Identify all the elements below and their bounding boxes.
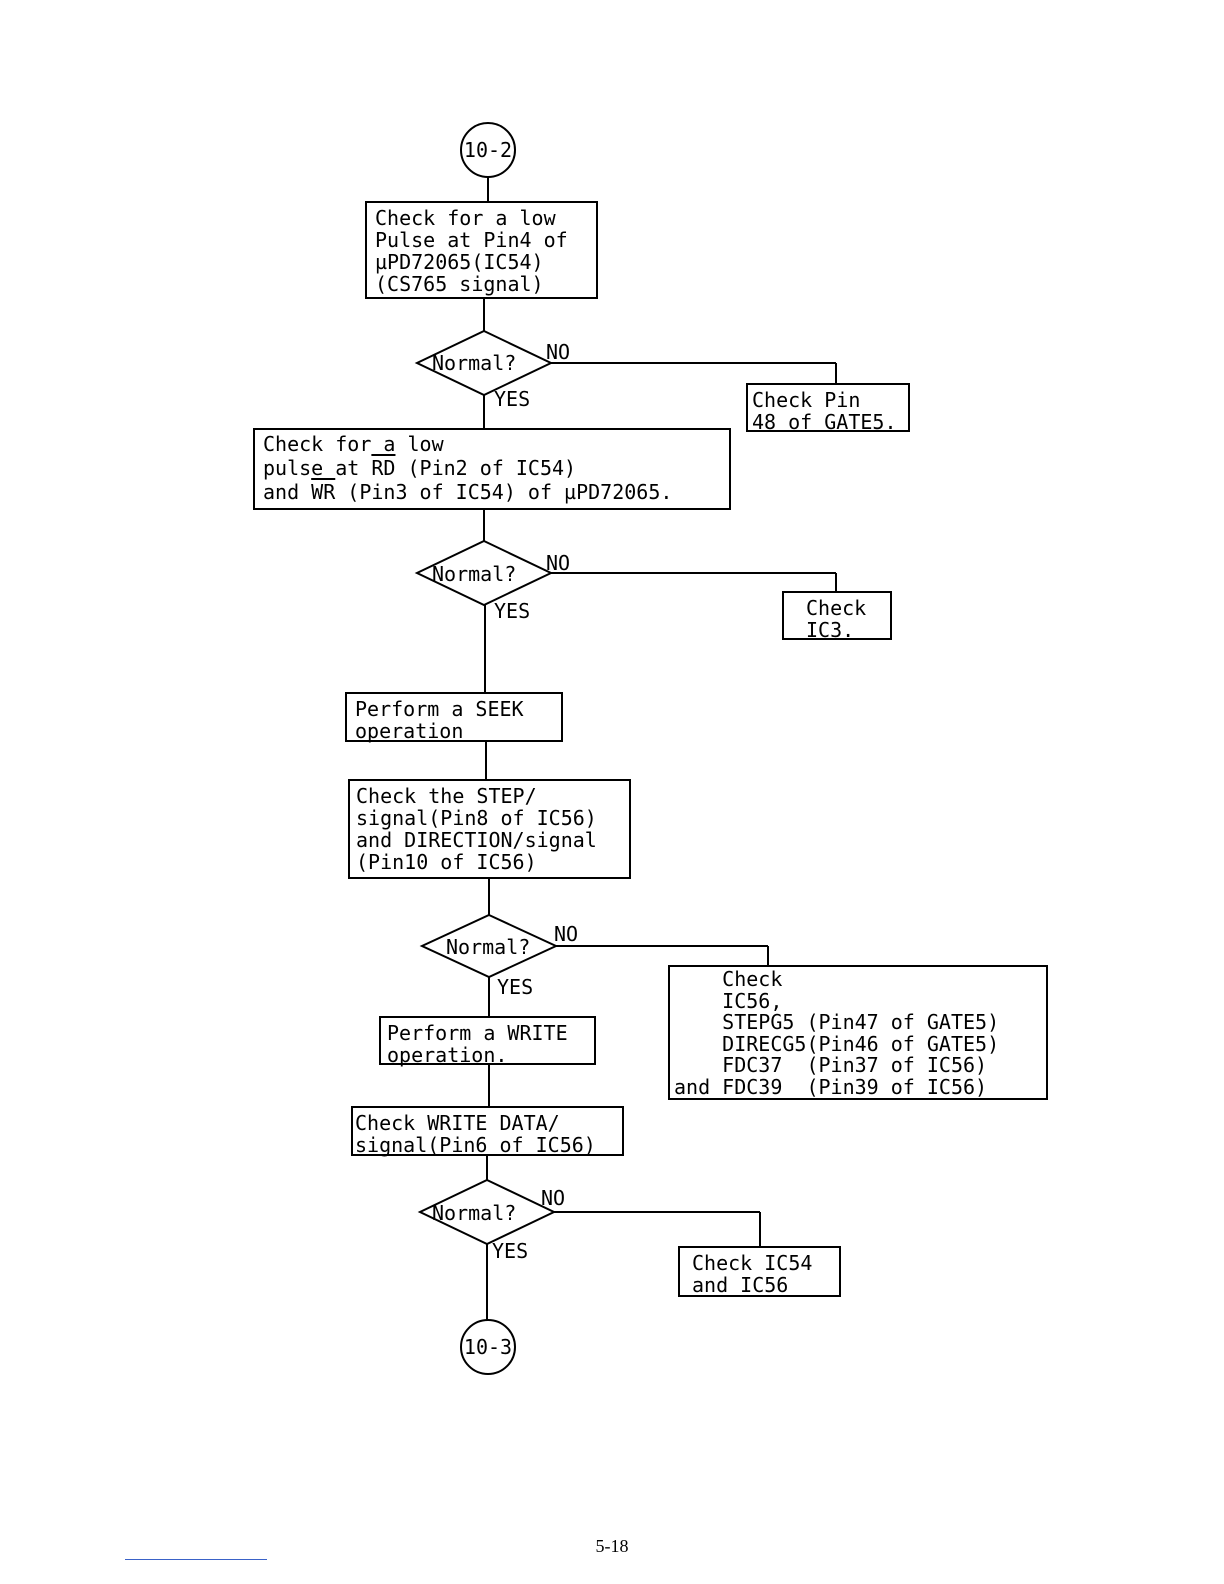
- step-perform-write: Perform a WRITE operation.: [379, 1016, 596, 1066]
- step2-line3: and WR (Pin3 of IC54) of µPD72065.: [263, 481, 721, 503]
- decision-diamond: [417, 1178, 557, 1246]
- step2-line2: pulse at RD (Pin2 of IC54): [263, 457, 721, 479]
- step-check-cs765-pulse: Check for a low Pulse at Pin4 of µPD7206…: [365, 201, 598, 299]
- step-check-write-data: Check WRITE DATA/ signal(Pin6 of IC56): [351, 1106, 624, 1156]
- decision-normal-3: Normal?: [446, 935, 531, 959]
- action-check-ic56-gate5: Check IC56, STEPG5 (Pin47 of GATE5) DIRE…: [668, 965, 1048, 1100]
- yes-label-2: YES: [494, 599, 531, 623]
- page-number: 5-18: [595, 1536, 629, 1556]
- decision-diamond: [419, 913, 559, 979]
- step2-line2-pre: pulse at: [263, 456, 372, 480]
- action-check-ic3: Check IC3.: [782, 591, 892, 641]
- connector-bottom-label: 10-3: [463, 1335, 513, 1359]
- no-label-3: NO: [554, 922, 579, 946]
- action-check-ic54-ic56: Check IC54 and IC56: [678, 1246, 841, 1297]
- no-label-2: NO: [546, 551, 571, 575]
- step2-line2-post: (Pin2 of IC54): [395, 456, 577, 480]
- wr-signal-label: WR: [311, 480, 336, 504]
- step2-line3-post: (Pin3 of IC54) of µPD72065.: [335, 480, 673, 504]
- no-label-1: NO: [546, 340, 571, 364]
- yes-label-4: YES: [492, 1239, 529, 1263]
- rd-signal-label: RD: [371, 456, 396, 480]
- decision-normal-4: Normal?: [432, 1201, 517, 1225]
- decision-diamond: [414, 539, 554, 607]
- yes-label-1: YES: [494, 387, 531, 411]
- decision-normal-1: Normal?: [432, 351, 517, 375]
- footer-rule: [125, 1559, 267, 1560]
- no-label-4: NO: [541, 1186, 566, 1210]
- step-perform-seek: Perform a SEEK operation: [345, 692, 563, 742]
- step2-line1: Check for a low: [263, 432, 444, 456]
- decision-normal-2: Normal?: [432, 562, 517, 586]
- action-check-pin48-gate5: Check Pin 48 of GATE5.: [746, 383, 910, 433]
- step-check-step-direction: Check the STEP/ signal(Pin8 of IC56) and…: [348, 779, 631, 879]
- decision-diamond: [414, 329, 554, 397]
- connector-top-label: 10-2: [463, 138, 513, 162]
- step2-line3-pre: and: [263, 480, 312, 504]
- step-check-rd-wr-pulse: Check for a low pulse at RD (Pin2 of IC5…: [253, 428, 731, 510]
- yes-label-3: YES: [497, 975, 534, 999]
